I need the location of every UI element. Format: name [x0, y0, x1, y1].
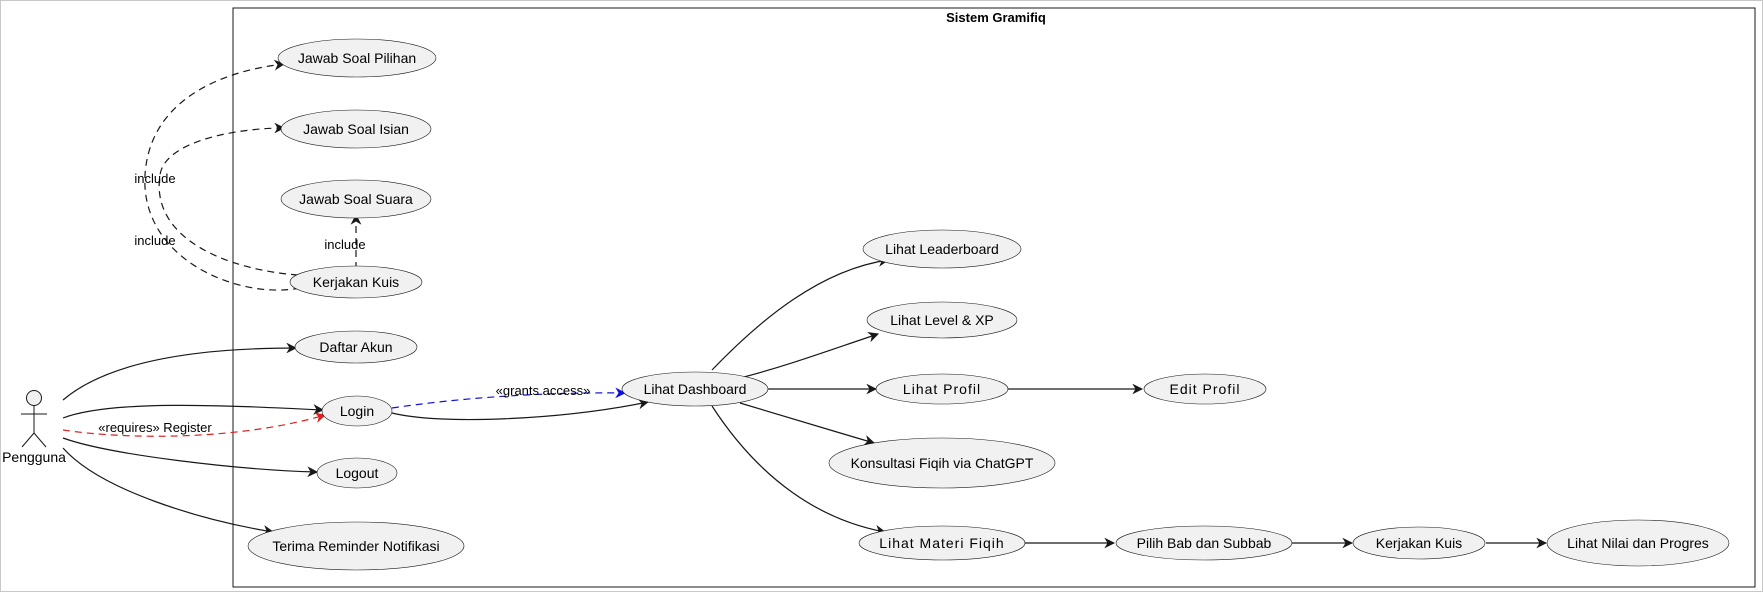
- usecase-label: Konsultasi Fiqih via ChatGPT: [851, 455, 1034, 471]
- grants-access-label: «grants access»: [496, 383, 591, 398]
- usecase-daftar-akun[interactable]: Daftar Akun: [294, 330, 418, 364]
- edge-login-dashboard: [391, 398, 650, 421]
- usecase-terima-reminder-notifikasi[interactable]: Terima Reminder Notifikasi: [247, 521, 465, 571]
- actor-pengguna[interactable]: Pengguna: [2, 390, 66, 466]
- usecase-label: Login: [340, 403, 374, 419]
- usecase-label: Jawab Soal Isian: [303, 121, 409, 137]
- usecase-lihat-materi-fiqih[interactable]: Lihat Materi Fiqih: [858, 525, 1026, 561]
- usecase-label: Daftar Akun: [319, 339, 392, 355]
- usecase-jawab-soal-pilihan[interactable]: Jawab Soal Pilihan: [277, 38, 437, 78]
- usecase-pilih-bab-subbab[interactable]: Pilih Bab dan Subbab: [1115, 525, 1293, 561]
- edge-dashboard-leaderboard: [711, 256, 890, 371]
- edge-dashboard-materi: [711, 405, 887, 536]
- usecase-jawab-soal-suara[interactable]: Jawab Soal Suara: [280, 179, 432, 219]
- usecase-jawab-soal-isian[interactable]: Jawab Soal Isian: [280, 109, 432, 149]
- include-label-pilihan: include: [134, 171, 175, 186]
- usecase-label: Lihat Level & XP: [890, 312, 994, 328]
- usecase-label: Jawab Soal Suara: [299, 191, 413, 207]
- system-title: Sistem Gramifiq: [946, 10, 1046, 25]
- usecase-lihat-nilai-progres[interactable]: Lihat Nilai dan Progres: [1546, 519, 1730, 567]
- usecase-lihat-leaderboard[interactable]: Lihat Leaderboard: [862, 229, 1022, 269]
- usecase-label: Jawab Soal Pilihan: [298, 50, 416, 66]
- edge-actor-logout: [62, 437, 319, 478]
- actor-head: [26, 390, 42, 406]
- usecase-lihat-dashboard[interactable]: Lihat Dashboard: [621, 371, 769, 407]
- actor-label: Pengguna: [2, 449, 66, 465]
- edge-actor-login: [62, 404, 325, 419]
- edge-actor-daftar: [62, 342, 298, 401]
- usecase-label: Lihat Dashboard: [644, 381, 747, 397]
- usecase-label: Lihat Materi Fiqih: [879, 535, 1004, 551]
- usecase-label: Kerjakan Kuis: [313, 274, 399, 290]
- requires-register-edge: [62, 412, 327, 437]
- usecase-login[interactable]: Login: [321, 395, 393, 427]
- include-edge-isian: [158, 122, 299, 276]
- usecase-label: Lihat Leaderboard: [885, 241, 999, 257]
- requires-register-label: «requires» Register: [98, 420, 212, 435]
- usecase-edit-profil[interactable]: Edit Profil: [1143, 373, 1267, 405]
- include-label-isian: include: [134, 233, 175, 248]
- usecase-logout[interactable]: Logout: [316, 457, 398, 489]
- usecase-lihat-level-xp[interactable]: Lihat Level & XP: [866, 301, 1018, 339]
- include-edge-pilihan: [144, 59, 301, 291]
- include-label-suara: include: [324, 237, 365, 252]
- usecase-lihat-profil[interactable]: Lihat Profil: [875, 373, 1009, 405]
- edge-actor-reminder: [62, 447, 275, 536]
- usecase-kerjakan-kuis-2[interactable]: Kerjakan Kuis: [1352, 526, 1486, 560]
- usecase-label: Lihat Profil: [903, 381, 981, 397]
- usecase-label: Logout: [336, 465, 379, 481]
- system-boundary: [232, 7, 1756, 588]
- usecase-label: Pilih Bab dan Subbab: [1137, 535, 1272, 551]
- usecase-kerjakan-kuis[interactable]: Kerjakan Kuis: [289, 265, 423, 299]
- edge-dashboard-konsultasi: [739, 402, 876, 446]
- usecase-label: Lihat Nilai dan Progres: [1567, 535, 1709, 551]
- usecase-konsultasi-fiqih[interactable]: Konsultasi Fiqih via ChatGPT: [828, 437, 1056, 489]
- usecase-label: Terima Reminder Notifikasi: [272, 538, 439, 554]
- edge-dashboard-levelxp: [739, 331, 880, 379]
- grants-access-edge: [391, 387, 627, 409]
- usecase-label: Kerjakan Kuis: [1376, 535, 1462, 551]
- usecase-label: Edit Profil: [1170, 381, 1241, 397]
